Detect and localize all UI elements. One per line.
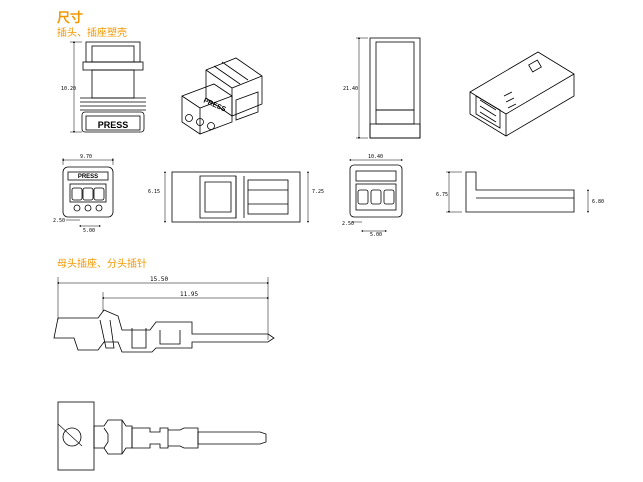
dim-height-side: 21.40 (343, 86, 358, 92)
press-label-top: PRESS (78, 174, 98, 180)
dim-offset-top: 2.50 (53, 218, 65, 224)
dim-width-back: 10.40 (368, 154, 383, 160)
dim-pitch-top: 5.00 (83, 228, 95, 234)
dim-height-sideview: 6.15 (148, 189, 160, 195)
dim-total-length: 15.50 (150, 276, 168, 283)
receptacle-isometric-view (469, 51, 575, 137)
receptacle-side-profile (446, 171, 589, 213)
female-terminal-top-view (57, 401, 267, 471)
section-title-terminals: 母头插座、分头插针 (57, 259, 147, 270)
dim-width-top: 9.70 (80, 154, 92, 160)
dim-offset-back: 2.50 (342, 221, 354, 227)
receptacle-front-view (356, 37, 421, 139)
dim-left-profile: 6.75 (436, 192, 448, 198)
dim-height-front: 10.20 (61, 86, 76, 92)
plug-top-view (62, 158, 114, 227)
dim-partial-length: 11.95 (180, 291, 198, 298)
plug-front-view (70, 41, 146, 133)
page-title: 尺寸 (57, 11, 84, 26)
press-label-front: PRESS (98, 120, 129, 130)
dim-pitch-back: 5.00 (370, 232, 382, 238)
female-terminal-side-view (53, 277, 275, 353)
receptacle-back-view (349, 159, 403, 232)
section-title-housings: 插头、插座塑壳 (57, 28, 127, 39)
plug-side-view (164, 171, 309, 223)
dim-right-profile: 6.80 (592, 199, 604, 205)
plug-isometric-view (181, 57, 263, 135)
dim-height-sideview2: 7.25 (312, 189, 324, 195)
